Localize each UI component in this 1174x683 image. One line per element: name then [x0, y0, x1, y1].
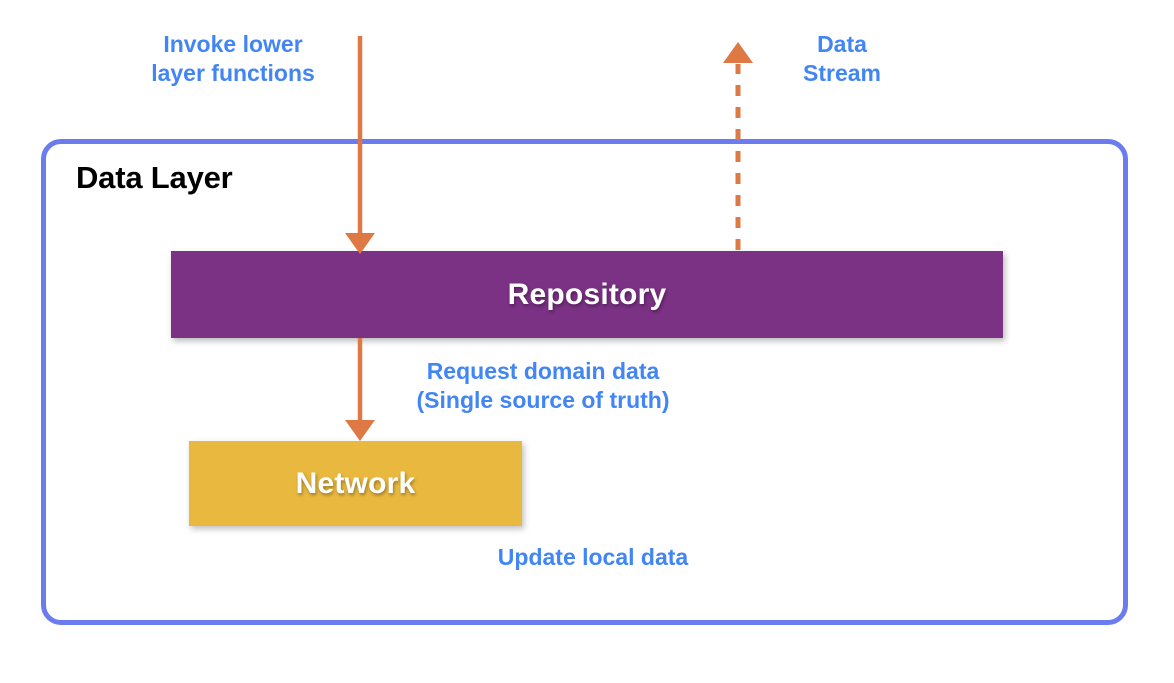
- annotation-data-stream: Data Stream: [803, 31, 881, 87]
- network-box[interactable]: Network: [189, 441, 522, 526]
- annotation-invoke-lower-layer-functions: Invoke lower layer functions: [151, 31, 315, 87]
- repository-label: Repository: [507, 277, 667, 311]
- repository-box[interactable]: Repository: [171, 251, 1003, 338]
- data-layer-container: [41, 139, 1128, 625]
- data-layer-title: Data Layer: [76, 160, 233, 195]
- network-label: Network: [295, 466, 416, 500]
- annotation-update-local-data: Update local data: [497, 544, 689, 570]
- annotation-request-domain-data: Request domain data (Single source of tr…: [416, 358, 670, 414]
